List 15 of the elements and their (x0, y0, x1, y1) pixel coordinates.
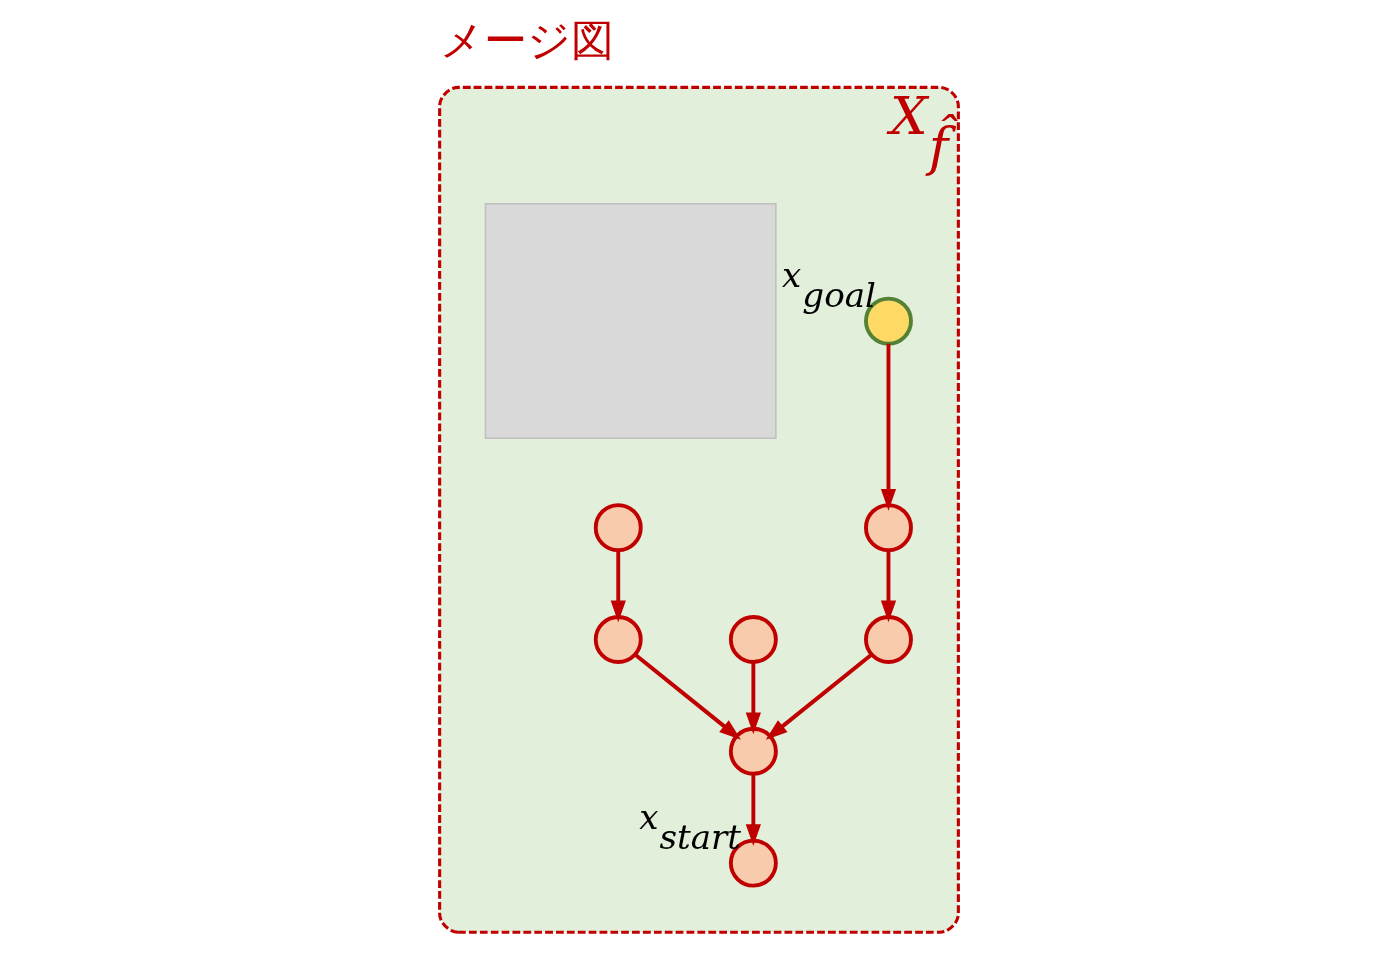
arrow (880, 550, 897, 623)
arrow (610, 550, 626, 623)
node-box (484, 203, 777, 440)
arrow (880, 343, 897, 511)
arrow (765, 653, 873, 740)
arrow (634, 653, 741, 740)
diagram-title: メージ図 (439, 15, 614, 66)
arrow (745, 662, 761, 735)
node-circle (728, 615, 778, 664)
node-circle (864, 615, 913, 664)
node-circle (864, 503, 913, 553)
node-circle (593, 615, 643, 664)
node-circle (593, 503, 643, 553)
node-circle (728, 726, 778, 776)
arrow (745, 774, 761, 846)
